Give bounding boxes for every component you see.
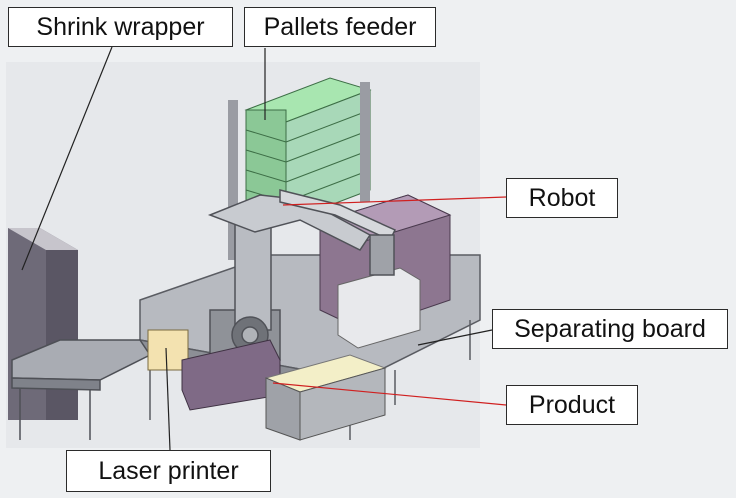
leader-robot [282,196,507,206]
laser-printer-unit [147,329,189,371]
shrink-wrapper-machine [8,228,78,420]
label-product: Product [506,385,638,425]
label-separating-board: Separating board [492,309,728,349]
leader-product [272,382,507,406]
label-shrink-wrapper: Shrink wrapper [8,7,233,47]
leader-laser-printer [165,347,171,451]
leader-separating-board [417,329,493,346]
label-robot: Robot [506,178,618,218]
label-pallets-feeder: Pallets feeder [244,7,436,47]
leader-shrink-wrapper [21,46,113,271]
infeed-conveyor [11,339,152,440]
pallets-feeder-rack [228,77,372,260]
label-laser-printer: Laser printer [66,450,271,492]
separating-board-stack [264,354,387,441]
